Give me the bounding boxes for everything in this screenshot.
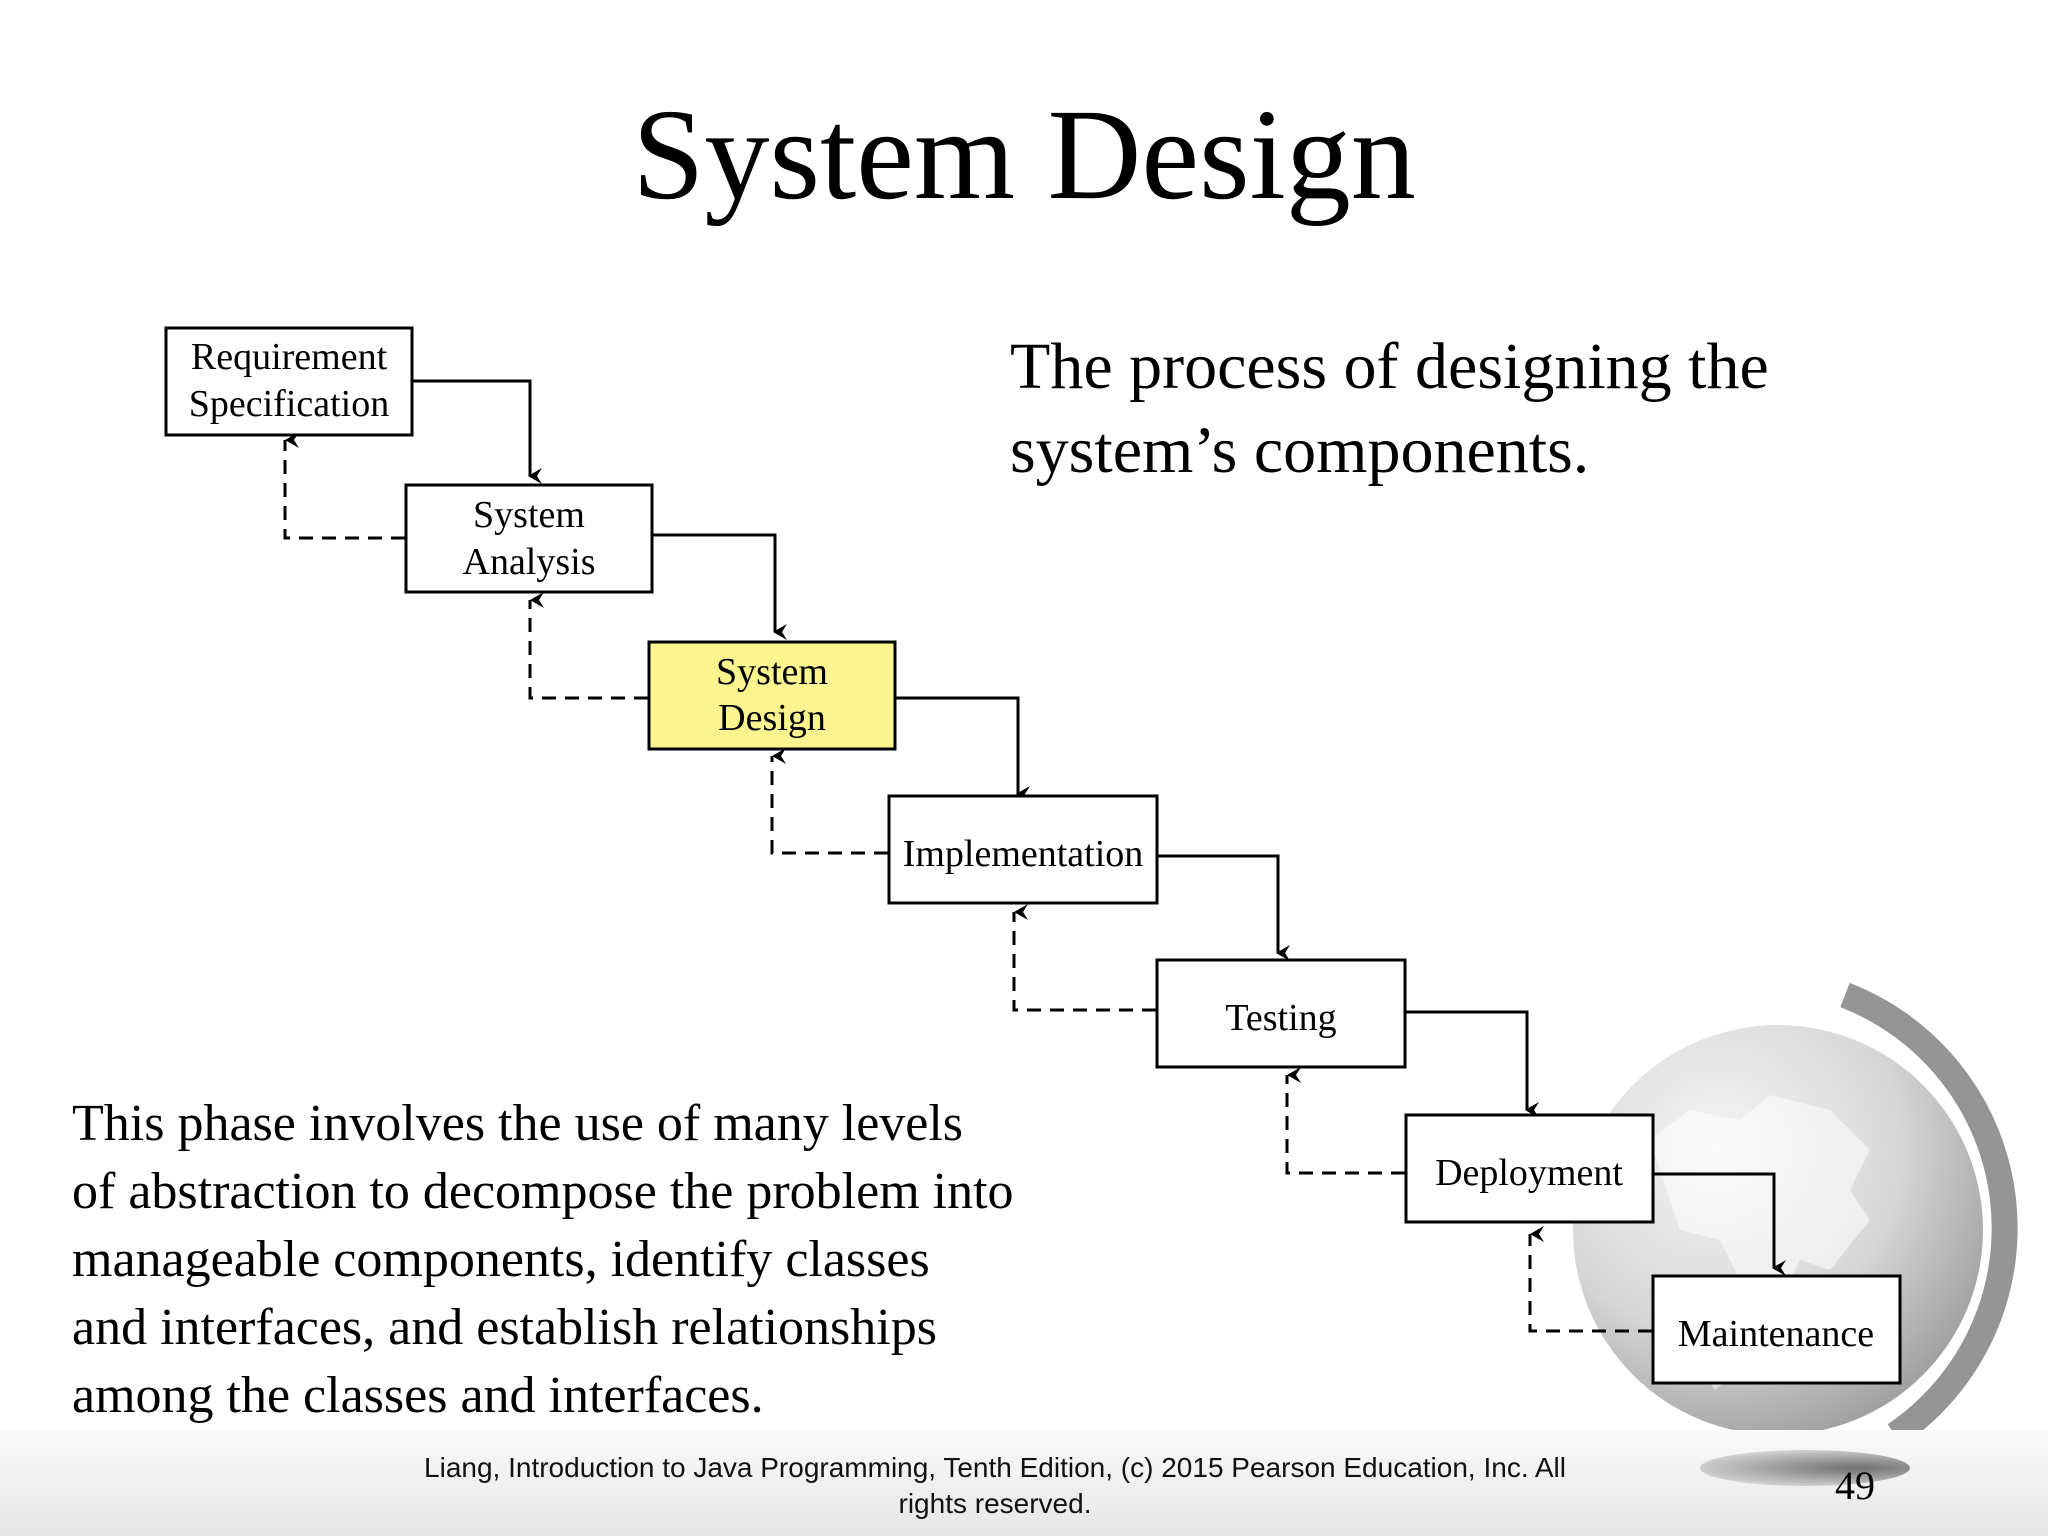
description-line: The process of designing the: [1010, 330, 1769, 403]
body-line: and interfaces, and establish relationsh…: [72, 1299, 937, 1356]
arrow-design-to-implementation: [896, 696, 1030, 802]
body-line: manageable components, identify classes: [72, 1231, 930, 1288]
stage-implementation: Implementation: [887, 794, 1159, 905]
arrow-deployment-to-maintenance: [1653, 1172, 1786, 1276]
stage-system-design: System Design: [647, 640, 897, 751]
slide-title: System Design: [632, 83, 1416, 227]
body-line: of abstraction to decompose the problem …: [72, 1163, 1014, 1220]
stage-label: Specification: [189, 383, 389, 425]
stage-box: [887, 794, 1159, 905]
stage-label: Implementation: [903, 833, 1144, 875]
stage-box: [164, 326, 414, 437]
stage-testing: Testing: [1155, 958, 1407, 1069]
stage-label: Requirement: [191, 336, 388, 378]
phase-description: The process of designing the system’s co…: [1010, 325, 1990, 493]
stage-label: System: [473, 494, 585, 536]
feedback-testing-to-implementation: [1012, 904, 1156, 1012]
arrow-analysis-to-design: [652, 533, 787, 640]
stage-maintenance: Maintenance: [1651, 1274, 1902, 1385]
arrow-requirement-to-analysis: [412, 379, 542, 484]
description-line: system’s components.: [1010, 414, 1590, 487]
copyright-footer: Liang, Introduction to Java Programming,…: [330, 1450, 1660, 1522]
footer-line: rights reserved.: [898, 1488, 1092, 1519]
footer-band: [0, 1430, 2048, 1536]
feedback-analysis-to-requirement: [283, 432, 405, 540]
stage-label: Deployment: [1435, 1152, 1623, 1194]
stage-box-highlighted: [647, 640, 897, 751]
stage-box: [1404, 1113, 1655, 1224]
footer-line: Liang, Introduction to Java Programming,…: [424, 1452, 1566, 1483]
stage-label: Testing: [1225, 997, 1336, 1039]
feedback-design-to-analysis: [528, 592, 648, 700]
body-line: This phase involves the use of many leve…: [72, 1095, 964, 1152]
feedback-arrows: [283, 432, 1652, 1333]
stage-label: System: [716, 651, 828, 693]
arrow-testing-to-deployment: [1405, 1010, 1539, 1118]
stage-label: Analysis: [463, 541, 596, 583]
arrow-implementation-to-testing: [1157, 854, 1290, 961]
stage-label: Maintenance: [1678, 1313, 1874, 1355]
feedback-maintenance-to-deployment: [1528, 1226, 1652, 1333]
stage-system-analysis: System Analysis: [404, 483, 654, 594]
stage-requirement-specification: Requirement Specification: [164, 326, 414, 437]
stage-box: [1651, 1274, 1902, 1385]
forward-arrows: [412, 379, 1786, 1276]
page-number: 49: [1835, 1463, 1875, 1508]
feedback-deployment-to-testing: [1285, 1067, 1405, 1175]
phase-body-text: This phase involves the use of many leve…: [72, 1090, 1222, 1430]
stage-box: [1155, 958, 1407, 1069]
page-number-tab: [1700, 1450, 1910, 1486]
body-line: among the classes and interfaces.: [72, 1367, 764, 1424]
feedback-implementation-to-design: [770, 748, 888, 855]
stage-deployment: Deployment: [1404, 1113, 1655, 1224]
stage-label: Design: [718, 697, 826, 739]
stage-box: [404, 483, 654, 594]
